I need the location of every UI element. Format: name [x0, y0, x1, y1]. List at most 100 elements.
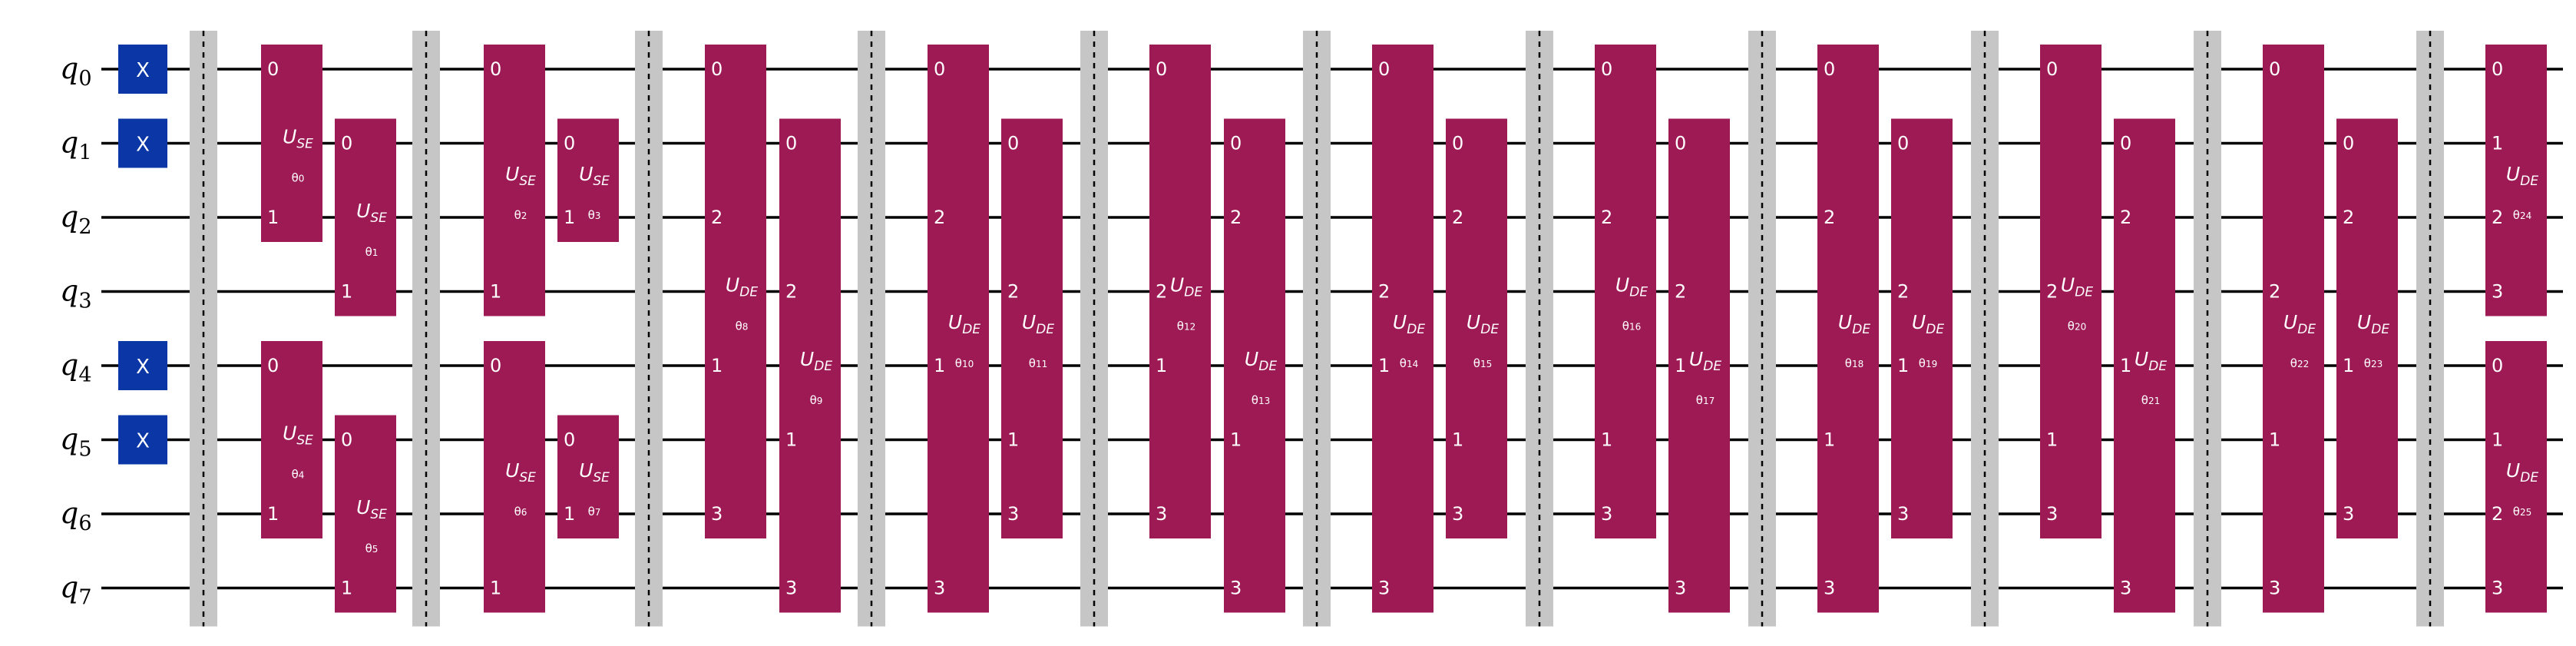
gate-pin-label: 3: [2492, 281, 2503, 303]
gate-pin-label: 0: [1378, 58, 1390, 80]
gate-pin-label: 0: [1824, 58, 1835, 80]
gate-pin-label: 3: [1007, 503, 1019, 525]
gate-pin-label: 1: [2120, 355, 2131, 376]
qubit-index: 4: [78, 363, 91, 387]
gate-param: θ11: [1029, 356, 1047, 370]
gate-param: θ5: [365, 542, 379, 555]
qubit-letter: q: [60, 51, 78, 85]
gate-body: [1446, 118, 1507, 538]
gate-param-index: 21: [2148, 396, 2160, 406]
gate-body: [1595, 45, 1656, 538]
gate-body: [1001, 118, 1063, 538]
gate-param-symbol: θ: [292, 468, 299, 482]
gate-name-letter: U: [356, 496, 370, 518]
gate-param-index: 7: [595, 507, 601, 518]
gate-name: USE: [505, 459, 536, 485]
gate-param-index: 14: [1407, 359, 1418, 369]
gate-pin-label: 0: [564, 429, 575, 451]
gate-name: UDE: [1838, 311, 1870, 337]
gate-name-letter: U: [1689, 348, 1703, 370]
gate-param-symbol: θ: [1400, 356, 1407, 370]
gate-param-symbol: θ: [365, 542, 372, 555]
gate-name-sub: DE: [1926, 322, 1944, 337]
gate-name: USE: [579, 163, 610, 189]
gate-param-symbol: θ: [2513, 208, 2520, 222]
parameterized-gates: 01USEθ001USEθ101USEθ401USEθ501USEθ201USE…: [261, 45, 2547, 613]
gate-body: [1149, 45, 1211, 538]
gate-name-sub: DE: [2148, 359, 2167, 374]
gate-pin-label: 0: [1156, 58, 1167, 80]
gate-name-sub: SE: [296, 137, 313, 152]
gate-name: UDE: [1170, 274, 1202, 300]
barrier-3: [858, 31, 885, 627]
gate-pin-label: 3: [1897, 503, 1909, 525]
gate-pin-label: 3: [1675, 578, 1686, 599]
gate-pin-label: 3: [711, 503, 723, 525]
gate-name-sub: SE: [593, 174, 610, 189]
gate-body: [335, 118, 396, 316]
gate-name-sub: SE: [370, 507, 387, 522]
gate-name: UDE: [2061, 274, 2093, 300]
gate-param: θ1: [365, 245, 379, 259]
gate-name-letter: U: [2506, 163, 2520, 185]
gate-param-symbol: θ: [1252, 393, 1258, 407]
qubit-letter: q: [60, 274, 78, 308]
gate-pin-label: 1: [490, 281, 501, 303]
gate-name: UDE: [1912, 311, 1944, 337]
gate-param: θ6: [514, 505, 527, 518]
gate-name: USE: [356, 200, 387, 226]
barrier-1: [412, 31, 440, 627]
gate-pin-label: 2: [2120, 207, 2131, 228]
gate-pin-label: 0: [490, 58, 501, 80]
gate-pin-label: 0: [2492, 355, 2503, 376]
gate-pin-label: 0: [267, 58, 279, 80]
gate-name-letter: U: [2061, 274, 2075, 296]
gate-name-sub: DE: [1407, 322, 1425, 337]
gate-pin-label: 3: [785, 578, 797, 599]
gate-name-sub: DE: [2371, 322, 2389, 337]
gate-body: [261, 341, 322, 538]
qubit-label-5: q5: [60, 422, 92, 462]
gate-name-sub: DE: [1184, 285, 1202, 300]
gate-param: θ0: [292, 171, 305, 185]
gate-param: θ22: [2290, 356, 2309, 370]
gate-pin-label: 1: [1230, 429, 1242, 451]
gate-param-index: 18: [1852, 359, 1863, 369]
gate-param-index: 4: [299, 470, 305, 481]
gate-pin-label: 1: [2343, 355, 2354, 376]
barrier-8: [1971, 31, 1999, 627]
gate-pin-label: 1: [490, 578, 501, 599]
gate-pin-label: 1: [1897, 355, 1909, 376]
barrier-6: [1526, 31, 1553, 627]
gate-param-index: 11: [1036, 359, 1047, 369]
gate-pin-label: 0: [1897, 133, 1909, 154]
gate-name: USE: [283, 422, 313, 449]
gate-name-sub: DE: [739, 285, 758, 300]
qubit-index: 3: [78, 290, 91, 313]
qubit-index: 6: [78, 512, 91, 535]
gate-pin-label: 1: [2492, 133, 2503, 154]
gate-name-letter: U: [1838, 311, 1852, 333]
gate-pin-label: 0: [1007, 133, 1019, 154]
qubit-letter: q: [60, 422, 78, 456]
gate-pin-label: 1: [267, 207, 279, 228]
gate-name-letter: U: [2357, 311, 2371, 333]
gate-pin-label: 3: [1452, 503, 1463, 525]
gate-name-letter: U: [579, 163, 593, 185]
gate-pin-label: 0: [267, 355, 279, 376]
qubit-label-1: q1: [60, 126, 92, 165]
gate-pin-label: 1: [1452, 429, 1463, 451]
x-gate-label: X: [136, 59, 150, 82]
barrier-9: [2194, 31, 2221, 627]
gate-name-letter: U: [283, 422, 296, 445]
